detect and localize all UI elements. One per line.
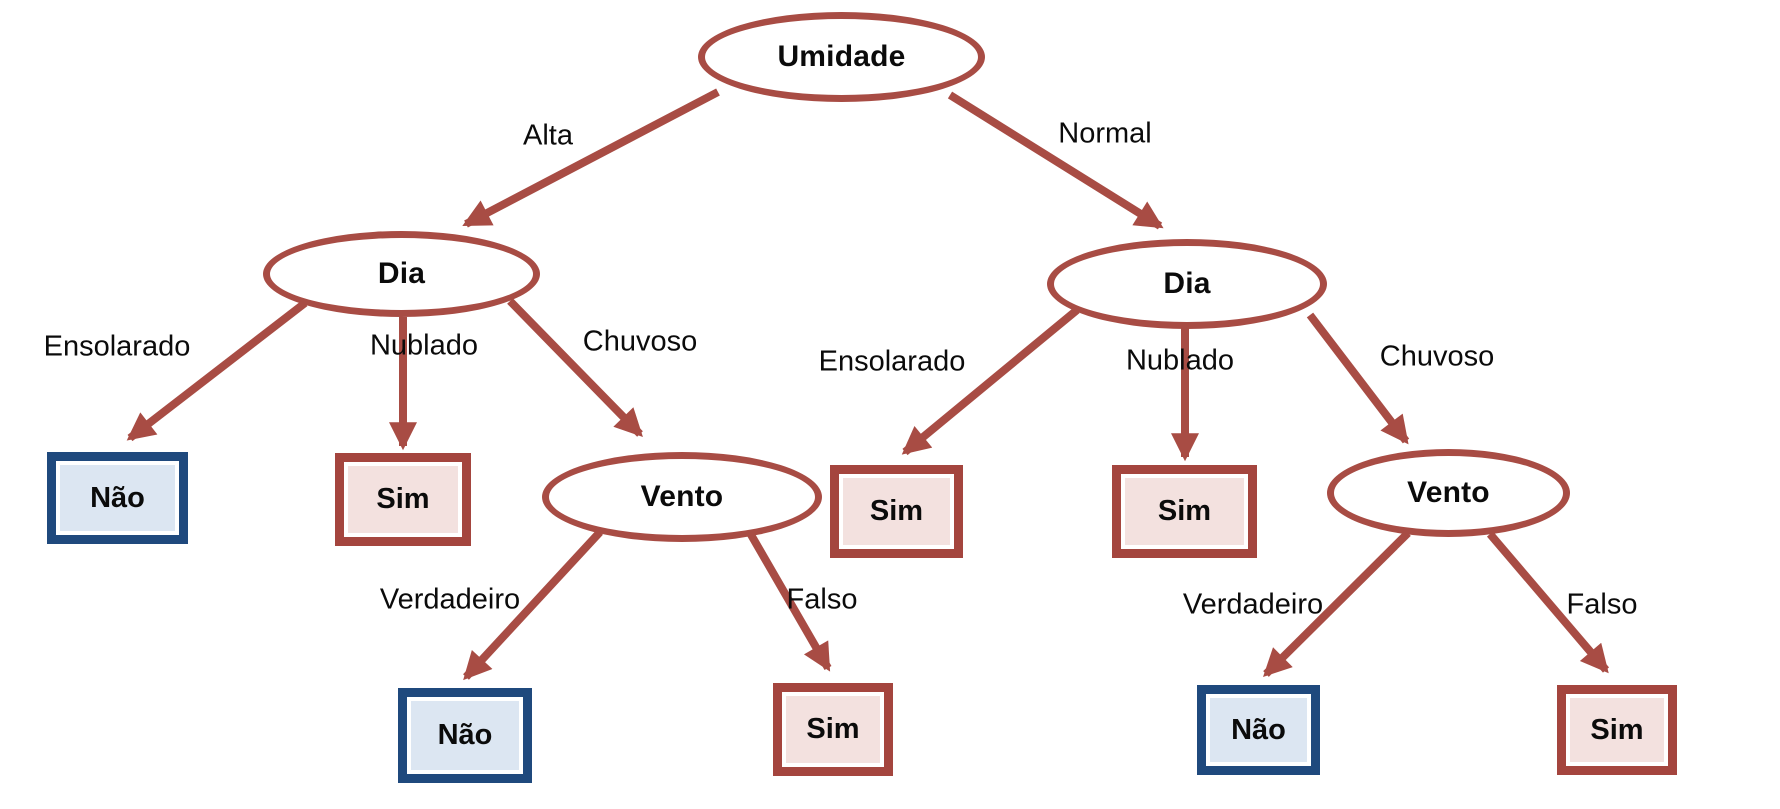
edge-label-falso-left: Falso xyxy=(786,583,858,616)
edge-label-nublado-left: Nublado xyxy=(369,329,479,362)
edge-verdadeiro-right-arrow xyxy=(1263,530,1411,677)
edge-falso-left-arrow xyxy=(746,530,832,672)
leaf-nao-alta-chuvoso-verdadeiro: Não xyxy=(398,688,532,783)
leaf-sim-alta-nublado: Sim xyxy=(335,453,471,546)
edge-label-falso-right: Falso xyxy=(1566,588,1638,621)
edge-label-verdadeiro-left: Verdadeiro xyxy=(379,583,521,616)
edge-label-alta: Alta xyxy=(523,119,573,152)
node-dia-right-label: Dia xyxy=(1163,267,1211,300)
edge-normal-arrow xyxy=(947,91,1164,230)
edge-verdadeiro-left-arrow xyxy=(463,529,603,681)
edge-chuvoso-right-arrow xyxy=(1306,312,1410,445)
node-umidade-label: Umidade xyxy=(777,40,906,73)
leaf-label: Sim xyxy=(348,466,458,533)
leaf-label: Sim xyxy=(786,696,880,763)
leaf-label: Sim xyxy=(1125,478,1244,545)
node-dia-left: Dia xyxy=(263,231,540,317)
leaf-label: Sim xyxy=(843,478,950,545)
node-vento-left: Vento xyxy=(542,452,822,542)
edge-label-ensolarado-left: Ensolarado xyxy=(43,330,191,363)
leaf-sim-alta-chuvoso-falso: Sim xyxy=(773,683,893,776)
node-dia-left-label: Dia xyxy=(377,257,426,290)
edge-ensolarado-right-arrow xyxy=(901,306,1080,456)
edge-ensolarado-left-arrow xyxy=(126,299,308,442)
edge-label-nublado-right: Nublado xyxy=(1125,344,1235,377)
edge-label-normal: Normal xyxy=(1058,117,1152,150)
leaf-label: Não xyxy=(411,701,519,770)
leaf-nao-alta-ensolarado: Não xyxy=(47,452,188,544)
edge-label-verdadeiro-right: Verdadeiro xyxy=(1182,588,1324,621)
node-vento-right-label: Vento xyxy=(1407,476,1490,509)
leaf-sim-normal-nublado: Sim xyxy=(1112,465,1257,558)
node-vento-left-label: Vento xyxy=(640,480,724,513)
edge-label-chuvoso-right: Chuvoso xyxy=(1379,340,1495,373)
edge-chuvoso-left-arrow xyxy=(507,298,643,438)
edge-label-chuvoso-left: Chuvoso xyxy=(582,325,698,358)
edge-label-ensolarado-right: Ensolarado xyxy=(818,345,966,378)
node-umidade: Umidade xyxy=(698,12,985,102)
leaf-label: Não xyxy=(1210,698,1307,762)
leaf-nao-normal-chuvoso-verdadeiro: Não xyxy=(1197,685,1320,775)
node-dia-right: Dia xyxy=(1047,239,1327,329)
edge-alta-arrow xyxy=(462,88,720,228)
leaf-sim-normal-ensolarado: Sim xyxy=(830,465,963,558)
node-vento-right: Vento xyxy=(1327,449,1570,537)
leaf-label: Sim xyxy=(1570,698,1664,762)
leaf-label: Não xyxy=(60,465,175,531)
leaf-sim-normal-chuvoso-falso: Sim xyxy=(1557,685,1677,775)
edge-falso-right-arrow xyxy=(1486,531,1610,674)
